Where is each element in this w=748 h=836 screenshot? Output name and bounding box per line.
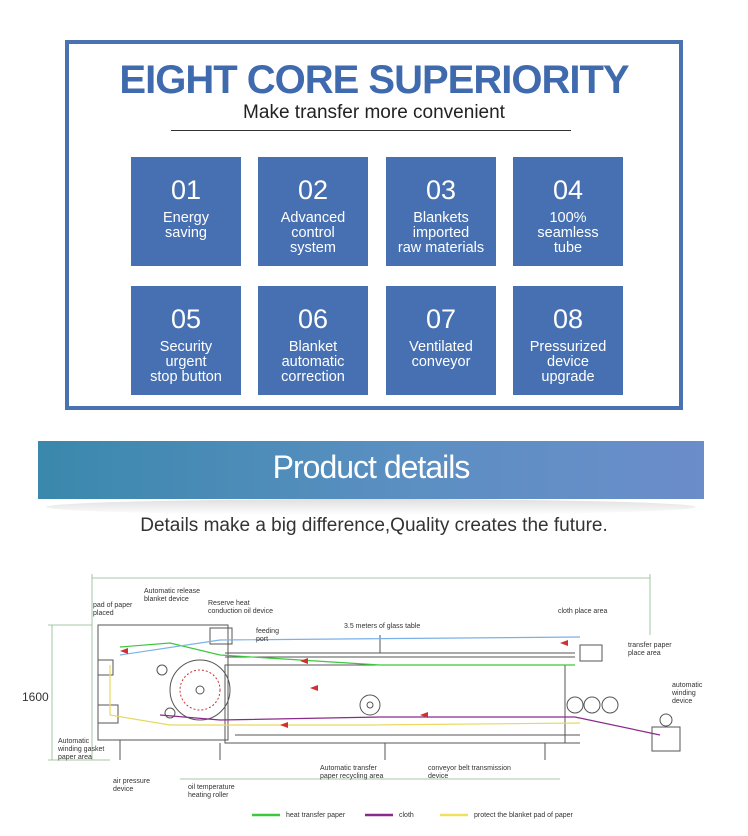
material-paths xyxy=(109,636,661,736)
feature-tile-03: 03 Blankets imported raw materials xyxy=(386,157,496,266)
superiority-title: EIGHT CORE SUPERIORITY xyxy=(119,58,629,102)
label-glass-table: 3.5 meters of glass table xyxy=(344,623,420,630)
feature-tile-07: 07 Ventilated conveyor xyxy=(386,286,496,395)
feature-number: 04 xyxy=(552,175,584,205)
machine-schematic: 1600 xyxy=(22,574,703,819)
feature-number: 03 xyxy=(425,175,457,205)
feature-number: 02 xyxy=(297,175,329,205)
feature-tile-04: 04 100% seamless tube xyxy=(513,157,623,266)
feature-tile-01: 01 Energy saving xyxy=(131,157,241,266)
feature-text: Blanket automatic correction xyxy=(281,339,345,385)
feature-tile-08: 08 Pressurized device upgrade xyxy=(513,286,623,395)
feature-tile-05: 05 Security urgent stop button xyxy=(131,286,241,395)
feature-tile-06: 06 Blanket automatic correction xyxy=(258,286,368,395)
feature-text: Energy saving xyxy=(163,210,209,241)
legend-heat-transfer-paper: heat transfer paper xyxy=(286,812,346,819)
banner-title: Product details xyxy=(272,449,471,485)
feature-number: 07 xyxy=(425,304,457,334)
product-details-banner: Product details xyxy=(38,441,704,499)
feature-text: Blankets imported raw materials xyxy=(397,210,485,256)
label-cloth-place: cloth place area xyxy=(558,608,608,615)
feature-text: Ventilated conveyor xyxy=(409,339,473,370)
superiority-subtitle: Make transfer more convenient xyxy=(243,102,505,123)
feature-number: 08 xyxy=(552,304,584,334)
legend: heat transfer paper cloth protect the bl… xyxy=(252,812,574,819)
feature-text: Advanced control system xyxy=(280,210,346,256)
feature-text: Security urgent stop button xyxy=(150,339,222,385)
legend-cloth: cloth xyxy=(399,812,414,819)
title-divider xyxy=(171,130,571,131)
rollers xyxy=(156,659,673,727)
feature-tile-02: 02 Advanced control system xyxy=(258,157,368,266)
dimension-lines xyxy=(48,574,651,780)
banner-shadow xyxy=(46,499,696,515)
flow-arrows xyxy=(120,640,568,728)
feature-number: 05 xyxy=(170,304,202,334)
details-tagline: Details make a big difference,Quality cr… xyxy=(140,515,608,536)
feature-text: Pressurized device upgrade xyxy=(529,339,607,385)
feature-number: 01 xyxy=(170,175,202,205)
feature-number: 06 xyxy=(297,304,329,334)
feature-text: 100% seamless tube xyxy=(537,210,599,256)
legend-blanket-pad: protect the blanket pad of paper xyxy=(474,812,574,819)
height-label: 1600 xyxy=(22,690,49,704)
